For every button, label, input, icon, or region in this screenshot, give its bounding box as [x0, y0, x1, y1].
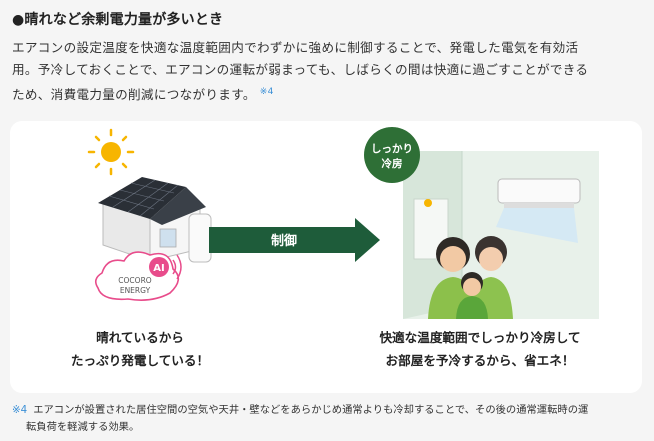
- cocoro-label: COCORO: [118, 276, 151, 285]
- air-conditioner-icon: [496, 178, 581, 243]
- left-caption-line-2: たっぷり発電している！: [70, 353, 210, 368]
- ai-badge: [149, 257, 169, 277]
- room-scene: [403, 151, 599, 319]
- left-caption-line-1: 晴れているから: [96, 330, 184, 345]
- description-line-3: ため、消費電力量の削減につながります。※4: [12, 87, 274, 103]
- description-line-2: 用。予冷しておくことで、エアコンの運転が弱まっても、しばらくの間は快適に過ごすこ…: [12, 62, 589, 77]
- family-icon: [428, 236, 513, 319]
- ai-label: AI: [153, 263, 164, 274]
- illustration: COCORO ENERGY AI 制御: [87, 127, 599, 319]
- arrow-label: 制御: [271, 233, 297, 249]
- left-caption: 晴れているから たっぷり発電している！: [40, 326, 240, 372]
- energy-label: ENERGY: [120, 286, 151, 295]
- description-line-1: エアコンの設定温度を快適な温度範囲内でわずかに強めに制御することで、発電した電気…: [12, 40, 579, 55]
- right-caption: 快適な温度範囲でしっかり冷房して お部屋を予冷するから、省エネ！: [350, 326, 610, 372]
- right-caption-line-2: お部屋を予冷するから、省エネ！: [385, 353, 575, 368]
- sun-icon: [87, 128, 135, 176]
- section-heading: ●晴れなど余剰電力量が多いとき: [12, 12, 224, 28]
- description: エアコンの設定温度を快適な温度範囲内でわずかに強めに制御することで、発電した電気…: [12, 37, 642, 106]
- solar-panel-roof: [98, 177, 206, 225]
- badge-line-1: しっかり: [371, 143, 413, 155]
- control-arrow: 制御: [209, 218, 380, 262]
- note-reference: ※4: [259, 87, 274, 97]
- house-icon: [98, 177, 212, 263]
- badge-line-2: 冷房: [382, 157, 403, 170]
- illustration-panel: COCORO ENERGY AI 制御: [10, 121, 642, 393]
- right-caption-line-1: 快適な温度範囲でしっかり冷房して: [379, 330, 581, 345]
- storage-battery: [188, 213, 212, 263]
- cool-air-flow: [496, 208, 578, 243]
- footnote-line-2: 転負荷を軽減する効果。: [26, 421, 140, 433]
- strong-cooling-badge: しっかり 冷房: [364, 127, 420, 183]
- cocoro-energy-logo: COCORO ENERGY AI: [94, 251, 182, 301]
- footnote-mark: ※4: [12, 404, 28, 416]
